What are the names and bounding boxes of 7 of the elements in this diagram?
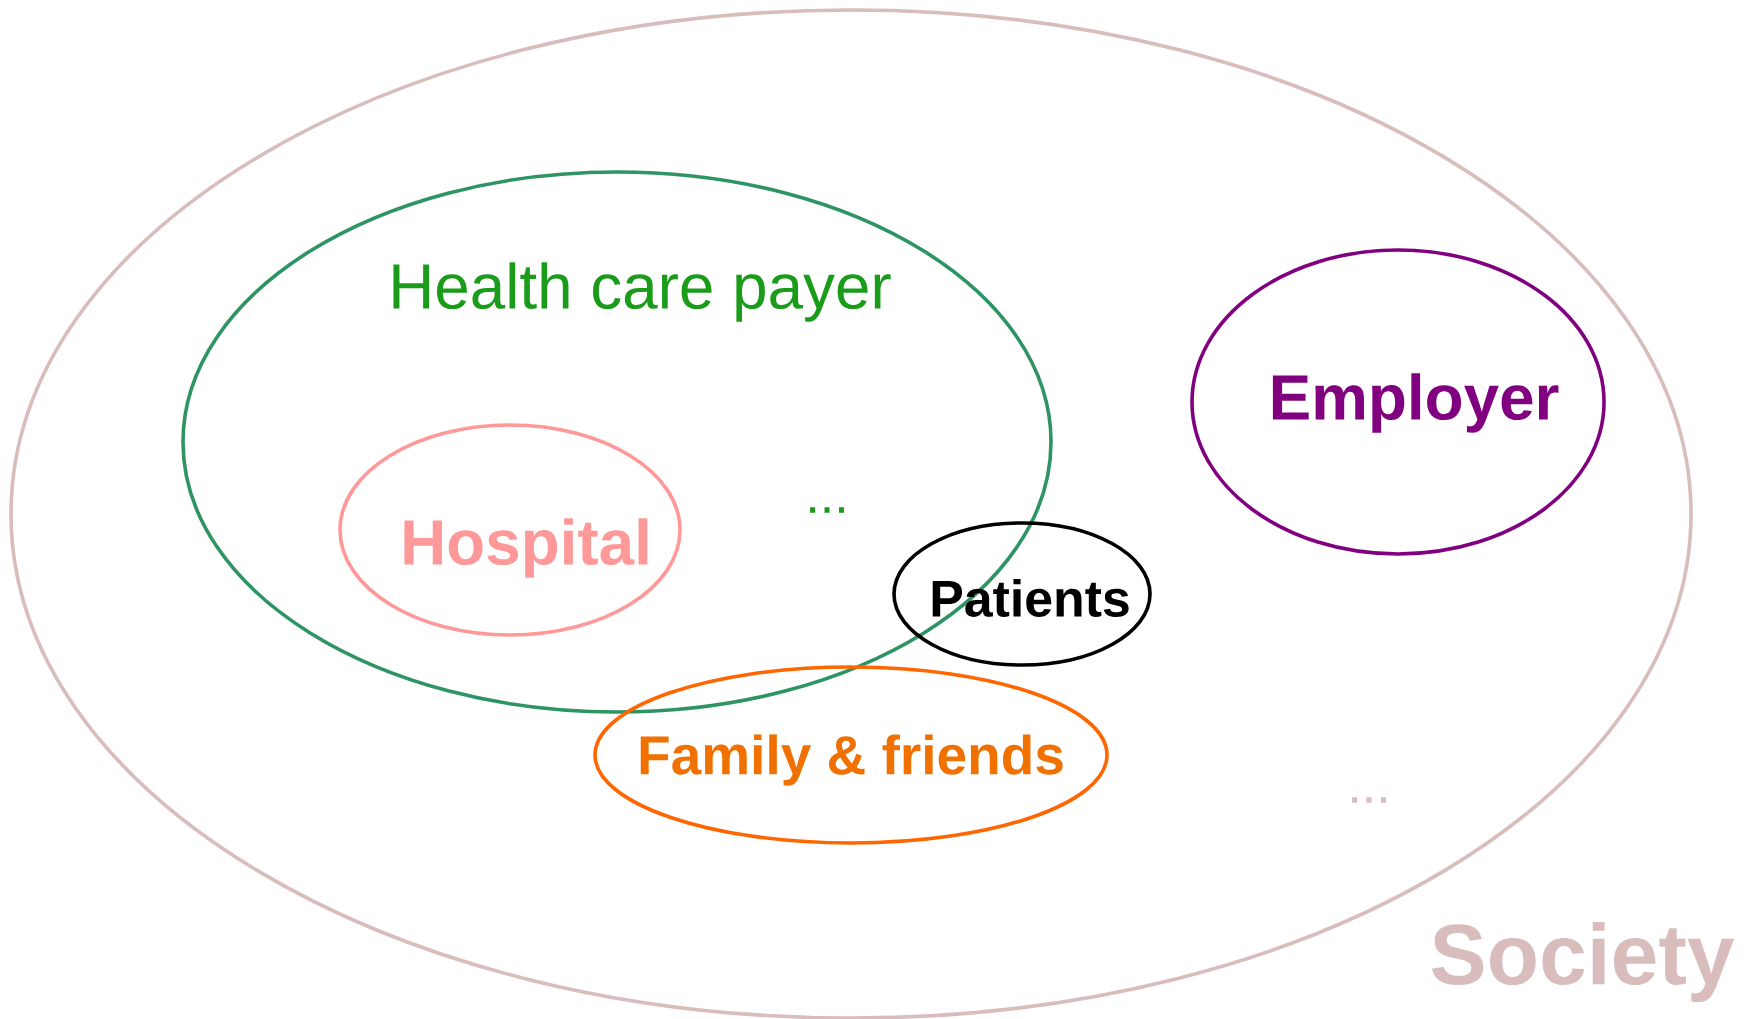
set-label: Family & friends: [640, 734, 1063, 786]
ellipsis-mark: ...: [1352, 797, 1386, 803]
set-label: Hospital: [404, 518, 648, 578]
ellipsis-mark: ...: [810, 507, 844, 513]
set-label: Health care payer: [393, 262, 891, 322]
set-label: Employer: [1272, 373, 1559, 433]
set-label: Society: [1431, 922, 1735, 1002]
